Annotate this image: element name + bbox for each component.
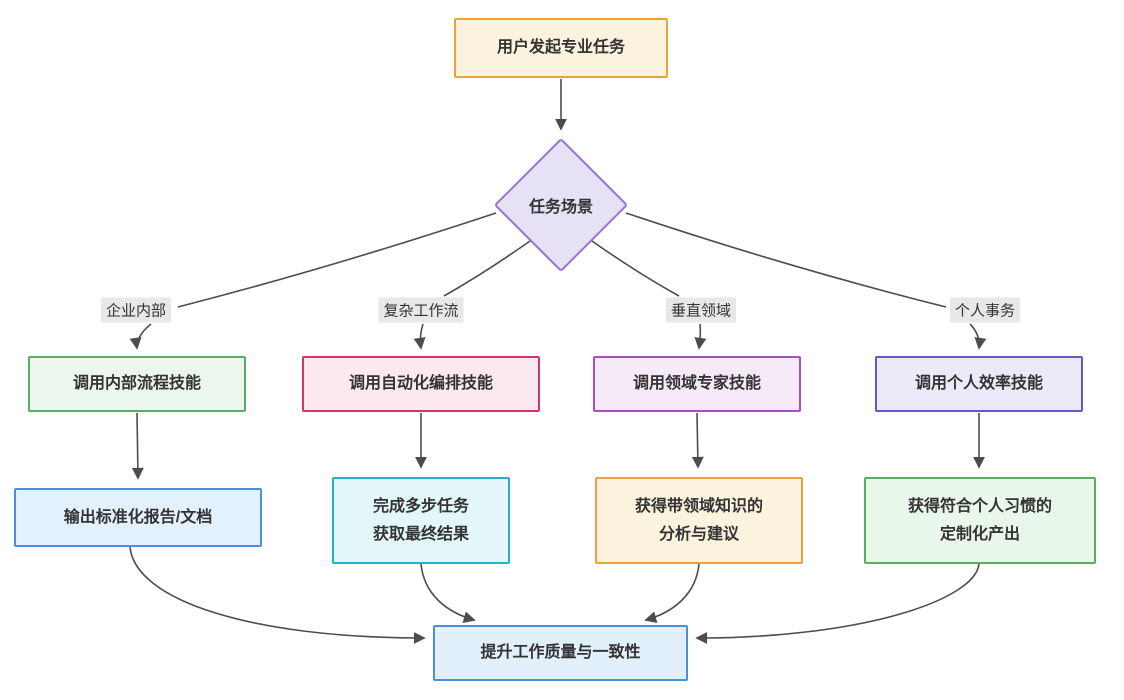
edge-multistep-end <box>420 563 476 623</box>
node-output-custom: 获得符合个人习惯的 定制化产出 <box>864 477 1096 564</box>
edge-decision-personal-2 <box>969 323 987 350</box>
node-output-analysis: 获得带领域知识的 分析与建议 <box>595 477 803 564</box>
edge-label-workflow: 复杂工作流 <box>378 297 464 323</box>
node-skill-automation: 调用自动化编排技能 <box>302 356 540 412</box>
node-skill-domain-label: 调用领域专家技能 <box>632 375 761 392</box>
node-decision: 任务场景 <box>493 137 629 273</box>
node-output-custom-label: 获得符合个人习惯的 定制化产出 <box>907 497 1052 543</box>
edge-decision-personal-1 <box>625 212 947 308</box>
node-output-report: 输出标准化报告/文档 <box>14 488 262 547</box>
node-output-analysis-label: 获得带领域知识的 分析与建议 <box>634 497 763 543</box>
edge-internal-report <box>131 412 144 480</box>
node-skill-internal-label: 调用内部流程技能 <box>72 375 201 392</box>
node-skill-internal: 调用内部流程技能 <box>28 356 246 412</box>
node-start-label: 用户发起专业任务 <box>496 39 625 56</box>
node-skill-automation-label: 调用自动化编排技能 <box>348 375 493 392</box>
node-skill-domain: 调用领域专家技能 <box>593 356 801 412</box>
node-end: 提升工作质量与一致性 <box>433 625 688 681</box>
edge-label-vertical: 垂直领域 <box>665 297 737 323</box>
node-output-multistep-label: 完成多步任务 获取最终结果 <box>372 497 469 543</box>
edge-decision-vertical-2 <box>694 323 707 350</box>
edge-decision-enterprise-2 <box>129 323 152 350</box>
node-output-report-label: 输出标准化报告/文档 <box>63 508 213 526</box>
edge-decision-workflow-2 <box>413 323 426 350</box>
node-skill-personal: 调用个人效率技能 <box>875 356 1083 412</box>
edge-custom-end <box>695 563 980 644</box>
edge-domain-analysis <box>691 412 704 469</box>
edge-analysis-end <box>644 563 700 623</box>
node-end-label: 提升工作质量与一致性 <box>480 644 641 661</box>
node-output-multistep: 完成多步任务 获取最终结果 <box>332 477 510 564</box>
node-decision-label: 任务场景 <box>528 199 594 216</box>
node-start: 用户发起专业任务 <box>454 18 668 78</box>
edge-label-personal: 个人事务 <box>949 297 1021 323</box>
edge-label-enterprise: 企业内部 <box>100 297 172 323</box>
edge-decision-enterprise-1 <box>177 212 497 308</box>
node-skill-personal-label: 调用个人效率技能 <box>914 375 1043 392</box>
